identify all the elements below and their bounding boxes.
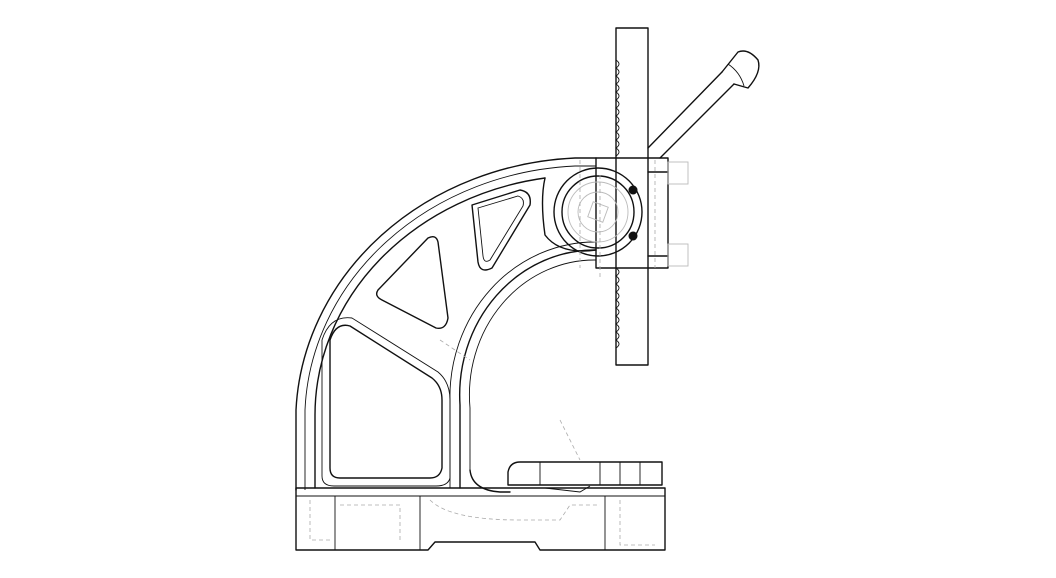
window-middle [375, 235, 449, 329]
base [295, 339, 666, 551]
pinion-hub [553, 157, 689, 280]
handle [647, 50, 760, 159]
rack [615, 27, 649, 366]
screw-icon [628, 185, 638, 195]
seal-icon [567, 181, 629, 243]
screw-icon [628, 231, 638, 241]
window-lower [329, 324, 443, 479]
frame [295, 157, 597, 493]
window-upper [471, 189, 531, 271]
